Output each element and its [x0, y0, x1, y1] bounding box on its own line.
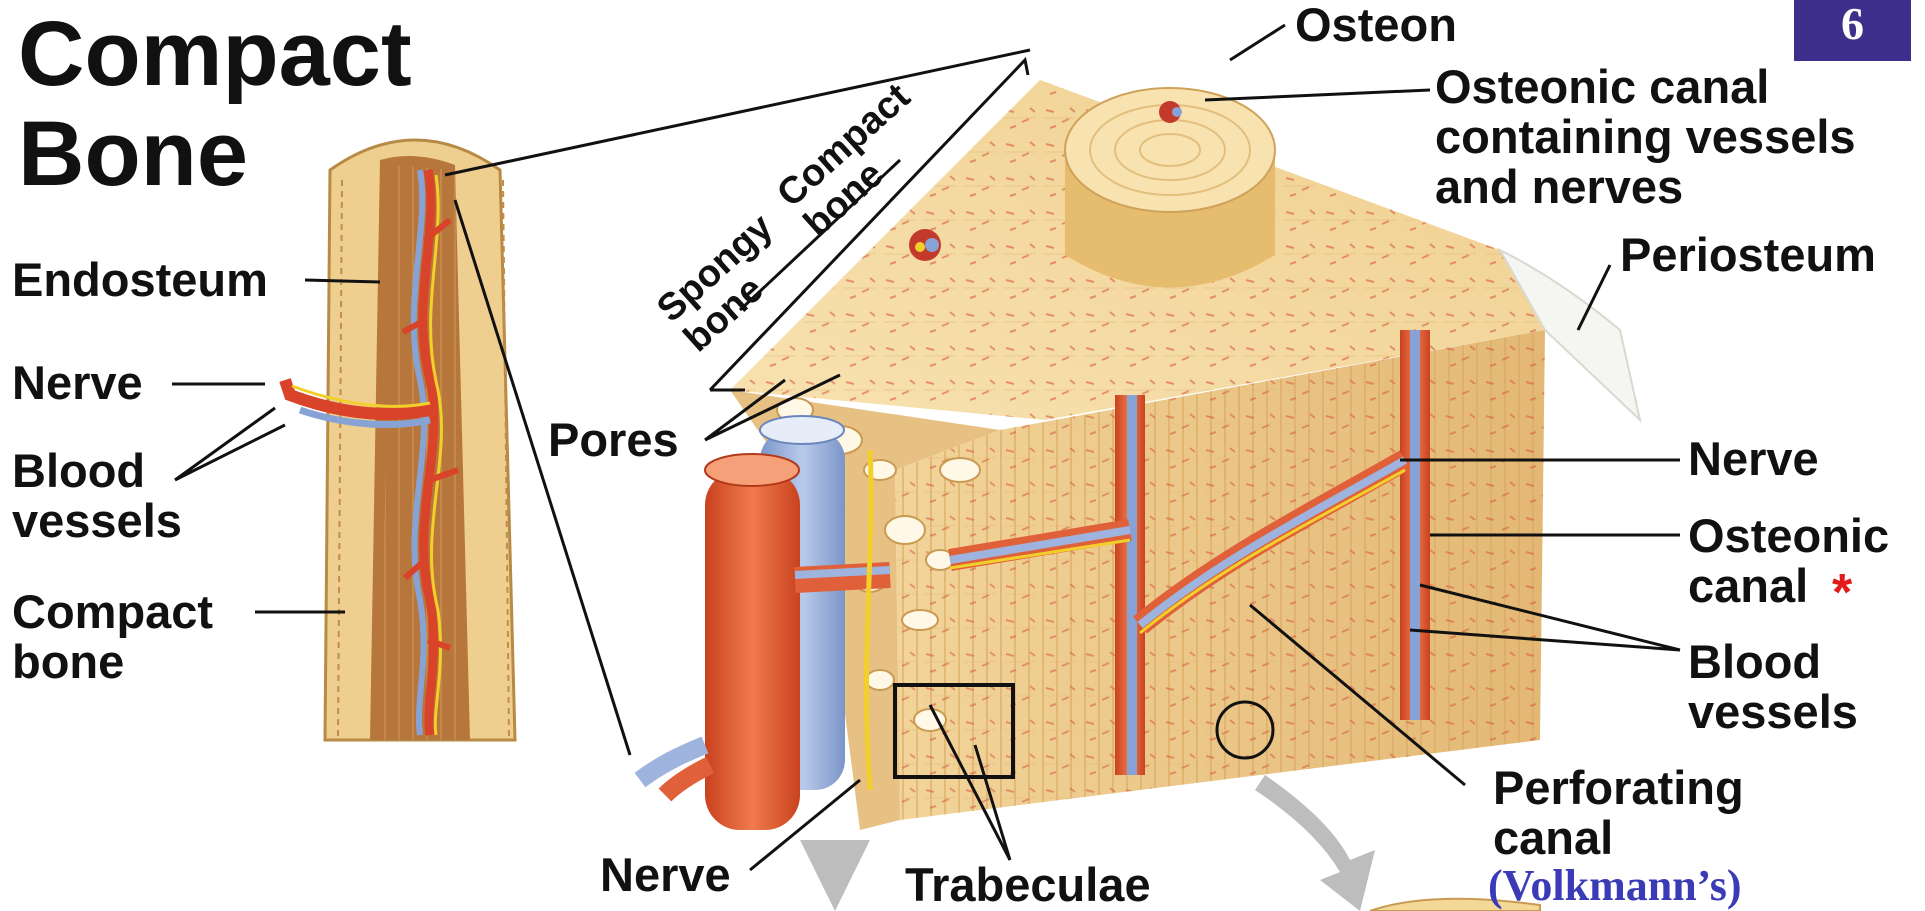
label-perforating-canal: Perforating canal	[1493, 763, 1744, 863]
label-compact-bone-left: Compact bone	[12, 587, 213, 687]
label-volkmanns: (Volkmann’s)	[1488, 861, 1741, 911]
label-endosteum: Endosteum	[12, 255, 268, 305]
label-blood-vessels-left: Blood vessels	[12, 446, 182, 546]
asterisk-marker: *	[1832, 568, 1852, 618]
title-line-2: Bone	[18, 108, 248, 200]
long-bone-section	[285, 140, 515, 740]
title-line-1: Compact	[18, 8, 412, 100]
label-nerve-bottom: Nerve	[600, 850, 731, 900]
label-osteonic-canal: Osteonic canal	[1688, 511, 1889, 611]
label-nerve-left: Nerve	[12, 358, 143, 408]
label-osteonic-canal-vessels: Osteonic canal containing vessels and ne…	[1435, 62, 1856, 212]
label-pores: Pores	[548, 415, 679, 465]
label-nerve-right: Nerve	[1688, 434, 1819, 484]
label-blood-vessels-right: Blood vessels	[1688, 637, 1858, 737]
label-trabeculae: Trabeculae	[905, 860, 1151, 910]
label-osteon: Osteon	[1295, 0, 1457, 50]
slide-number-badge: 6	[1794, 0, 1911, 61]
label-periosteum: Periosteum	[1620, 230, 1876, 280]
